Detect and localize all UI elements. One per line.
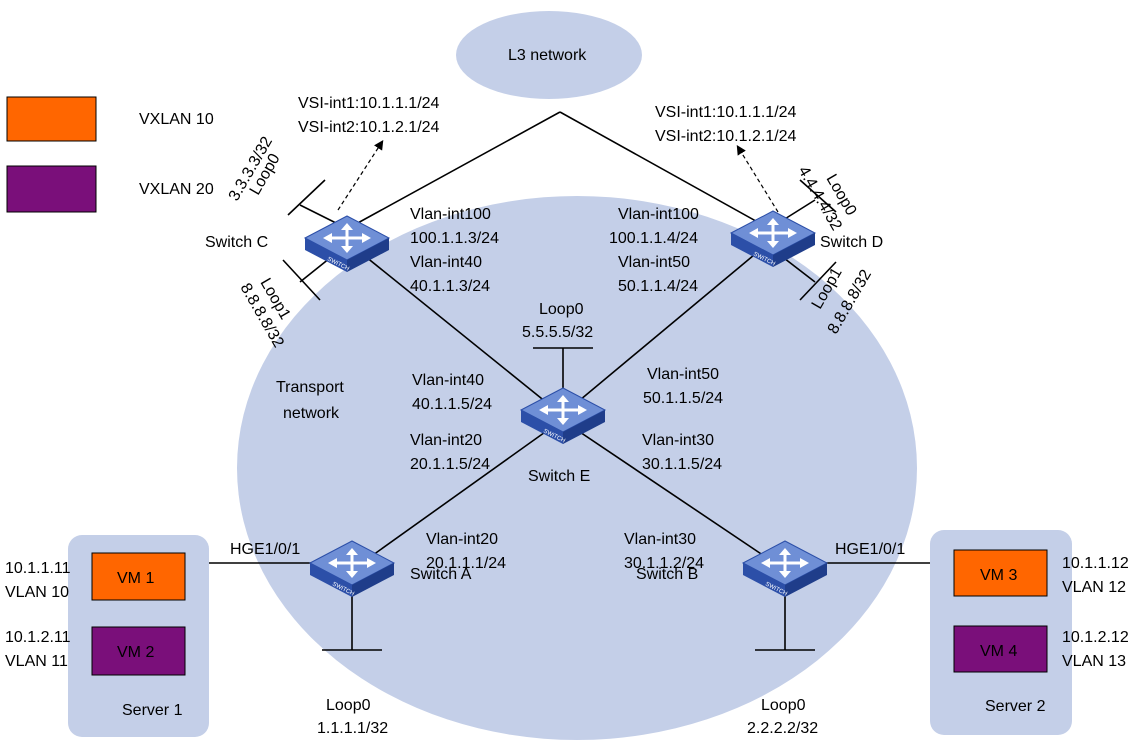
a-vlan20-ip: 20.1.1.1/24 [426,555,506,572]
l3-network-cloud [456,11,642,99]
c-vlan100-label: Vlan-int100 [410,206,491,223]
transport-network-cloud [237,196,917,740]
legend-swatch-vxlan10 [6,96,97,142]
transport-network-label-line2: network [283,405,340,422]
c-vsi2-label: VSI-int2:10.1.2.1/24 [298,119,440,136]
link-c-e [344,239,563,416]
e-vlan30-ip: 30.1.1.5/24 [642,456,722,473]
switch-d[interactable]: SWITCH [729,210,817,268]
vm1-vlan: VLAN 10 [5,584,69,601]
b-vlan30-ip: 30.1.1.2/24 [624,555,704,572]
vm2-ip: 10.1.2.11 [5,629,71,646]
e-loop0-ip: 5.5.5.5/32 [522,324,593,341]
vm4-ip: 10.1.2.12 [1062,629,1129,646]
d-vsi-arrow [736,144,779,213]
vm1-box[interactable] [91,552,186,601]
b-loop0-ip: 2.2.2.2/32 [747,720,818,737]
d-vsi2-label: VSI-int2:10.1.2.1/24 [655,128,797,145]
d-vlan50-ip: 50.1.1.4/24 [618,278,698,295]
switch-b-name: Switch B [636,566,698,583]
c-loop0-bar [287,179,326,216]
vm3-box[interactable] [953,549,1048,597]
e-vlan20-ip: 20.1.1.5/24 [410,456,490,473]
vm3-vlan: VLAN 12 [1062,579,1126,596]
switch-arrows-icon [769,553,801,573]
vm2-box[interactable] [91,626,186,676]
b-vlan30-label: Vlan-int30 [624,531,696,548]
l3-network-label: L3 network [508,47,587,64]
c-vsi-arrow [337,139,384,211]
legend-label-vxlan10: VXLAN 10 [139,111,214,128]
vm1-label: VM 1 [117,570,154,587]
d-vlan100-label: Vlan-int100 [618,206,699,223]
b-loop0-name: Loop0 [761,697,806,714]
vm3-label: VM 3 [980,567,1017,584]
e-vlan30-label: Vlan-int30 [642,432,714,449]
legend-label-vxlan20: VXLAN 20 [139,181,214,198]
link-d-e [561,239,773,416]
b-hge-label: HGE1/0/1 [835,541,905,558]
e-vlan20-label: Vlan-int20 [410,432,482,449]
c-loop1-bar [282,259,321,301]
vm2-vlan: VLAN 11 [5,653,68,670]
transport-network-label-line1: Transport [276,379,344,396]
vm2-label: VM 2 [117,644,154,661]
c-vlan40-label: Vlan-int40 [410,254,482,271]
server-1-name: Server 1 [122,702,183,719]
vm1-ip: 10.1.1.11 [5,560,71,577]
link-c-l3 [344,111,561,231]
switch-arrows-icon [547,400,579,420]
switch-e-name: Switch E [528,468,590,485]
vm4-box[interactable] [953,625,1048,673]
c-vsi1-label: VSI-int1:10.1.1.1/24 [298,95,440,112]
switch-d-name: Switch D [820,234,883,251]
vm4-label: VM 4 [980,643,1017,660]
server-2-name: Server 2 [985,698,1046,715]
vm3-ip: 10.1.1.12 [1062,555,1129,572]
e-loop0-name: Loop0 [539,301,584,318]
e-vlan50-label: Vlan-int50 [647,366,719,383]
legend-swatch-vxlan20 [6,165,97,213]
link-e-b [561,419,786,571]
e-vlan50-ip: 50.1.1.5/24 [643,390,723,407]
e-vlan40-label: Vlan-int40 [412,372,484,389]
switch-a[interactable]: SWITCH [308,540,396,598]
switch-arrows-icon [336,553,368,573]
vm4-vlan: VLAN 13 [1062,653,1126,670]
c-vlan100-ip: 100.1.1.3/24 [410,230,499,247]
d-loop0-bar [799,179,837,213]
switch-b[interactable]: SWITCH [741,540,829,598]
switch-c-name: Switch C [205,234,268,251]
switch-c[interactable]: SWITCH [303,215,391,273]
link-e-a [351,419,563,571]
a-loop0-name: Loop0 [326,697,371,714]
d-vlan100-ip: 100.1.1.4/24 [609,230,698,247]
switch-arrows-icon [757,223,789,243]
d-vsi1-label: VSI-int1:10.1.1.1/24 [655,104,797,121]
a-hge-label: HGE1/0/1 [230,541,300,558]
switch-e[interactable]: SWITCH [519,387,607,445]
d-loop1-bar [799,261,837,301]
d-vlan50-label: Vlan-int50 [618,254,690,271]
switch-a-name: Switch A [410,566,472,583]
a-vlan20-label: Vlan-int20 [426,531,498,548]
switch-arrows-icon [331,228,363,248]
e-vlan40-ip: 40.1.1.5/24 [412,396,492,413]
a-loop0-ip: 1.1.1.1/32 [317,720,388,737]
c-vlan40-ip: 40.1.1.3/24 [410,278,490,295]
link-d-l3 [559,111,773,231]
c-loop0-stub [299,204,341,226]
